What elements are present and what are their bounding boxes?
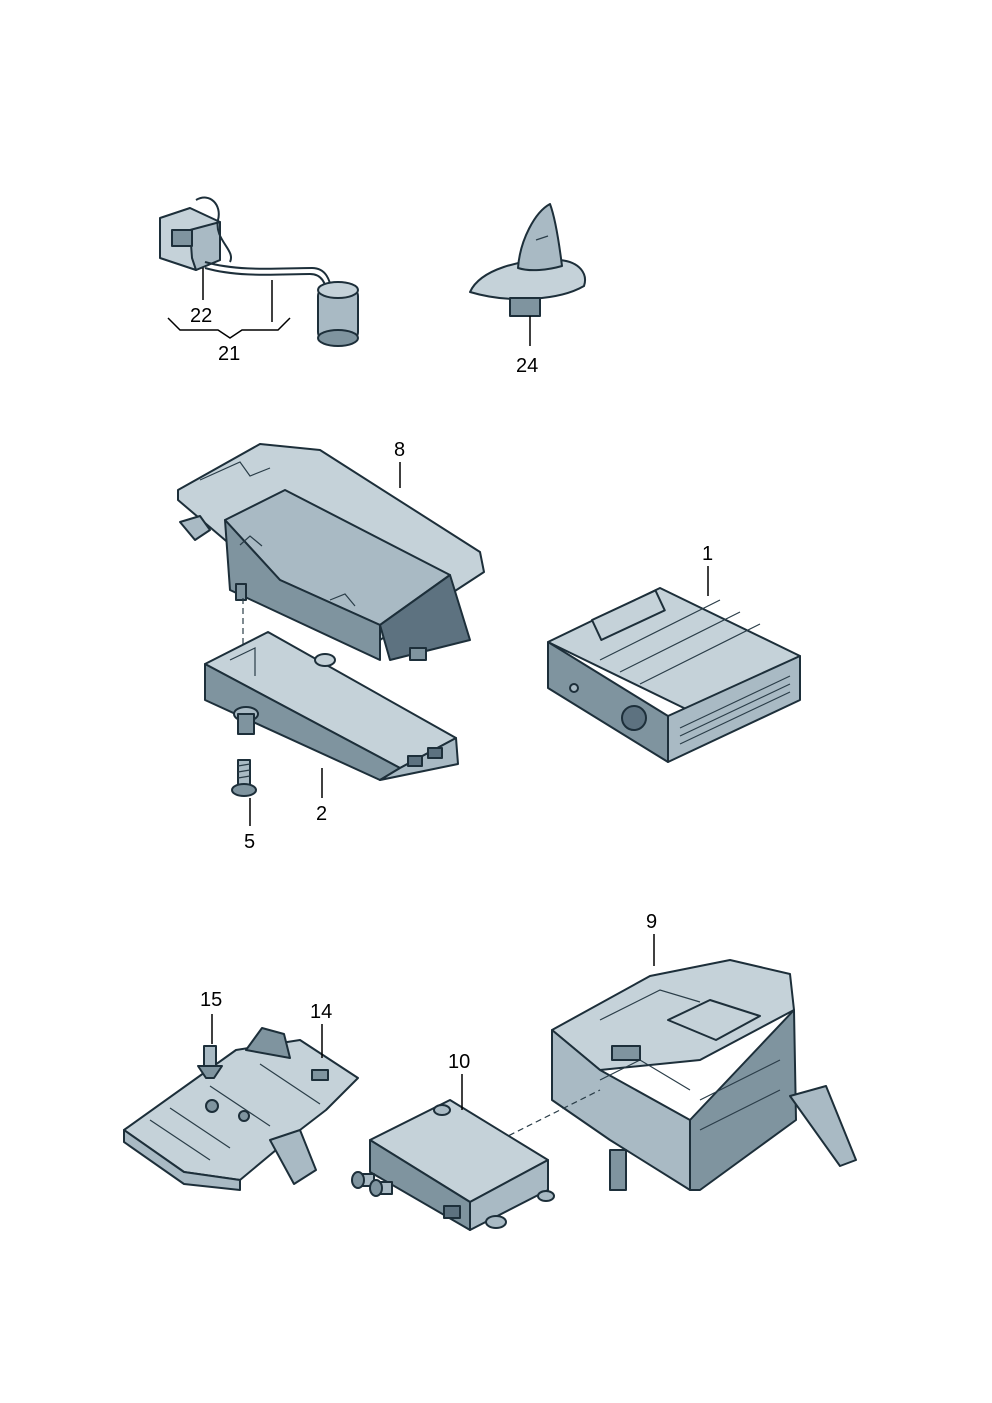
part-tuner-module bbox=[351, 1099, 555, 1231]
callout-14: 14 bbox=[310, 1001, 332, 1023]
callout-24: 24 bbox=[516, 355, 538, 377]
callout-10: 10 bbox=[448, 1051, 470, 1073]
callout-15: 15 bbox=[200, 989, 222, 1011]
part-bracket-plate bbox=[123, 1027, 359, 1191]
coax-connectors bbox=[351, 1171, 393, 1197]
part-mounting-bracket bbox=[551, 959, 857, 1191]
part-clip bbox=[197, 1045, 223, 1079]
callout-2: 2 bbox=[316, 803, 327, 825]
part-cable-connector bbox=[159, 196, 359, 347]
part-control-unit bbox=[204, 631, 459, 781]
part-radio-unit bbox=[547, 587, 801, 763]
part-holder-tray bbox=[177, 443, 485, 661]
callout-5: 5 bbox=[244, 831, 255, 853]
ferrite-cylinder bbox=[317, 281, 359, 347]
callout-22: 22 bbox=[190, 305, 212, 327]
callout-1: 1 bbox=[702, 543, 713, 565]
part-screw bbox=[231, 759, 257, 797]
callout-9: 9 bbox=[646, 911, 657, 933]
callout-8: 8 bbox=[394, 439, 405, 461]
callout-21: 21 bbox=[218, 343, 240, 365]
part-roof-antenna bbox=[469, 203, 586, 317]
